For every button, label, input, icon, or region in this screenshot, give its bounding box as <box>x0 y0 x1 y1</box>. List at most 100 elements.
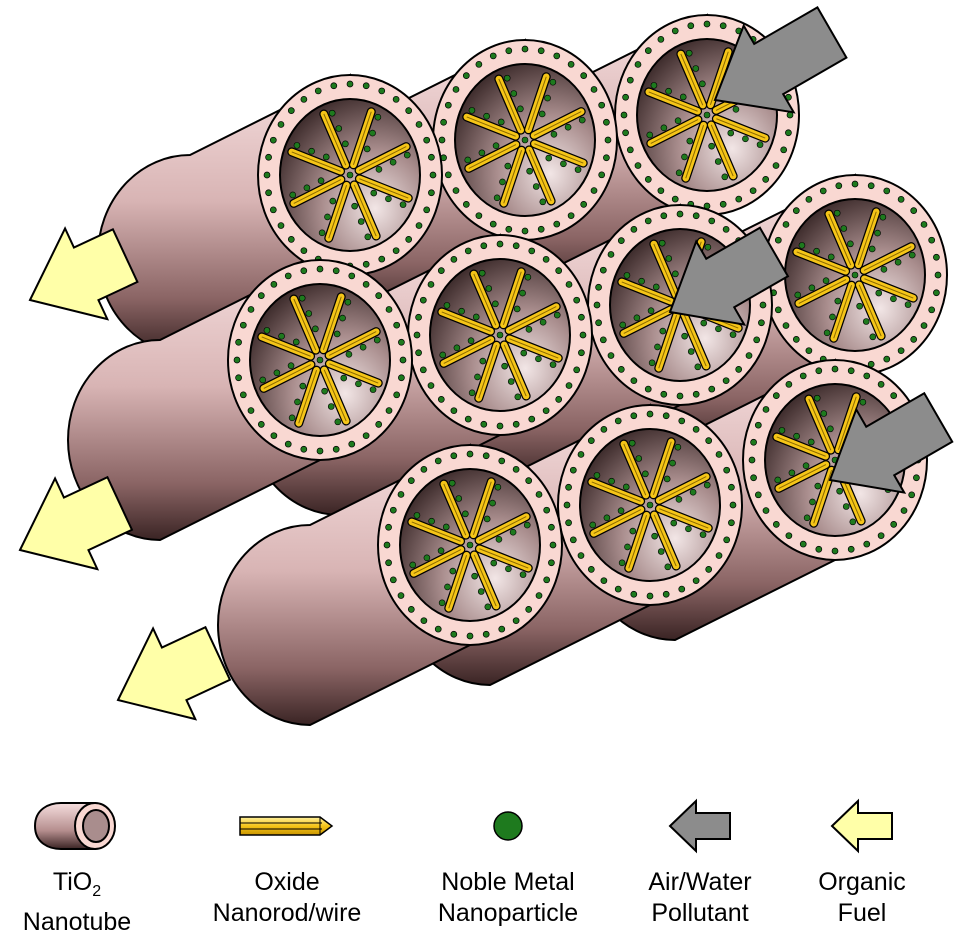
nanoparticle <box>735 195 743 203</box>
nanoparticle <box>542 407 550 415</box>
nanoparticle <box>650 82 658 89</box>
nanorod-edge <box>443 483 467 536</box>
nanoparticle <box>496 422 504 430</box>
nanoparticle <box>657 35 665 43</box>
nanoparticle <box>578 349 585 357</box>
nanoparticle <box>494 483 502 491</box>
nanoparticle <box>553 220 561 228</box>
legend-nanoparticle: Noble Metal Nanoparticle <box>413 795 603 929</box>
nanoparticle <box>573 296 581 304</box>
nanoparticle <box>464 156 472 164</box>
nanoparticle <box>834 297 842 305</box>
nanoparticle <box>681 332 688 340</box>
nanoparticle <box>699 531 707 538</box>
nanorod-edge <box>653 243 677 296</box>
nanoparticle <box>662 590 670 598</box>
nanorod-edge <box>472 481 492 535</box>
nanoparticle <box>705 565 713 573</box>
nanoparticle <box>409 561 417 569</box>
nanoparticle <box>569 536 577 544</box>
nanoparticle <box>517 105 524 113</box>
nanoparticle <box>513 305 521 313</box>
nanotube-array-diagram <box>18 6 954 727</box>
nanorod-edge <box>448 555 468 609</box>
nanoparticle <box>496 240 504 248</box>
nanoparticle <box>478 269 486 277</box>
pollutant-arrow <box>668 226 790 326</box>
nanoparticle <box>434 625 442 633</box>
nanoparticle <box>689 488 697 496</box>
nanoparticle <box>383 541 391 549</box>
nanorod-edge <box>352 111 372 165</box>
nanoparticle <box>578 116 586 124</box>
nanoparticle <box>644 385 652 393</box>
nanoparticle <box>782 322 790 329</box>
nanoparticle <box>822 277 830 284</box>
nanoparticle <box>348 440 356 448</box>
nanoparticle <box>577 451 585 458</box>
nanoparticle <box>622 483 630 491</box>
nanoparticle <box>663 475 671 483</box>
nanoparticle <box>489 220 497 228</box>
nanoparticle <box>298 294 306 302</box>
nanoparticle <box>479 357 487 365</box>
nanorod-edge <box>328 331 377 356</box>
nanoparticle <box>723 536 731 544</box>
pollutant-arrow <box>828 391 954 494</box>
nanoparticle <box>498 625 506 633</box>
nanoparticle <box>835 182 843 190</box>
nanoparticle <box>809 498 816 506</box>
nanoparticle <box>708 385 716 393</box>
nanoparticle <box>856 302 863 310</box>
nanorod-edge <box>813 470 833 524</box>
nanorod-edge <box>466 116 516 137</box>
nanoparticle <box>263 327 271 334</box>
nanoparticle <box>419 296 427 304</box>
nanoparticle <box>565 281 573 288</box>
nanoparticle <box>774 476 782 484</box>
nanoparticle <box>664 563 672 571</box>
nanoparticle <box>759 301 767 309</box>
nanoparticle <box>607 352 615 359</box>
nanoparticle <box>694 363 702 371</box>
nanoparticle <box>548 559 555 567</box>
nanoparticle <box>780 146 788 154</box>
nanoparticle <box>692 390 700 398</box>
nanoparticle <box>235 338 242 346</box>
nanoparticle <box>403 151 411 159</box>
nanoparticle <box>646 501 654 509</box>
nanorod-edge <box>833 285 853 339</box>
nanoparticle <box>603 118 610 126</box>
nanoparticle <box>715 325 722 333</box>
nanoparticle <box>614 417 622 425</box>
nanoparticle <box>434 457 442 465</box>
nanoparticle <box>519 571 527 578</box>
nanoparticle <box>427 281 435 288</box>
nanoparticle <box>269 136 277 144</box>
nanoparticle <box>814 482 822 490</box>
nanoparticle <box>880 266 888 273</box>
nanoparticle <box>836 487 843 495</box>
nanoparticle <box>798 242 806 249</box>
nanoparticle <box>692 65 700 72</box>
nanoparticle <box>700 319 708 327</box>
nanoparticle <box>484 603 492 611</box>
nanoparticle <box>599 336 607 344</box>
nanoparticle <box>928 306 936 314</box>
nanoparticle <box>727 129 735 137</box>
nanorod-edge <box>291 151 341 172</box>
nanoparticle <box>477 588 485 595</box>
nanoparticle <box>869 333 877 341</box>
nanoparticle <box>662 412 670 420</box>
nanoparticle <box>762 175 770 183</box>
nanoparticle <box>704 243 712 251</box>
nanoparticle <box>363 145 371 153</box>
nanorod-edge <box>328 185 348 239</box>
nanoparticle <box>735 365 743 373</box>
nanoparticle <box>359 343 367 351</box>
nanoparticle <box>626 146 634 154</box>
nanorod-label-line2: Nanorod/wire <box>212 899 362 927</box>
nanorod-edge <box>323 113 347 166</box>
nanoparticle <box>300 445 308 453</box>
nanoparticle <box>474 373 481 381</box>
